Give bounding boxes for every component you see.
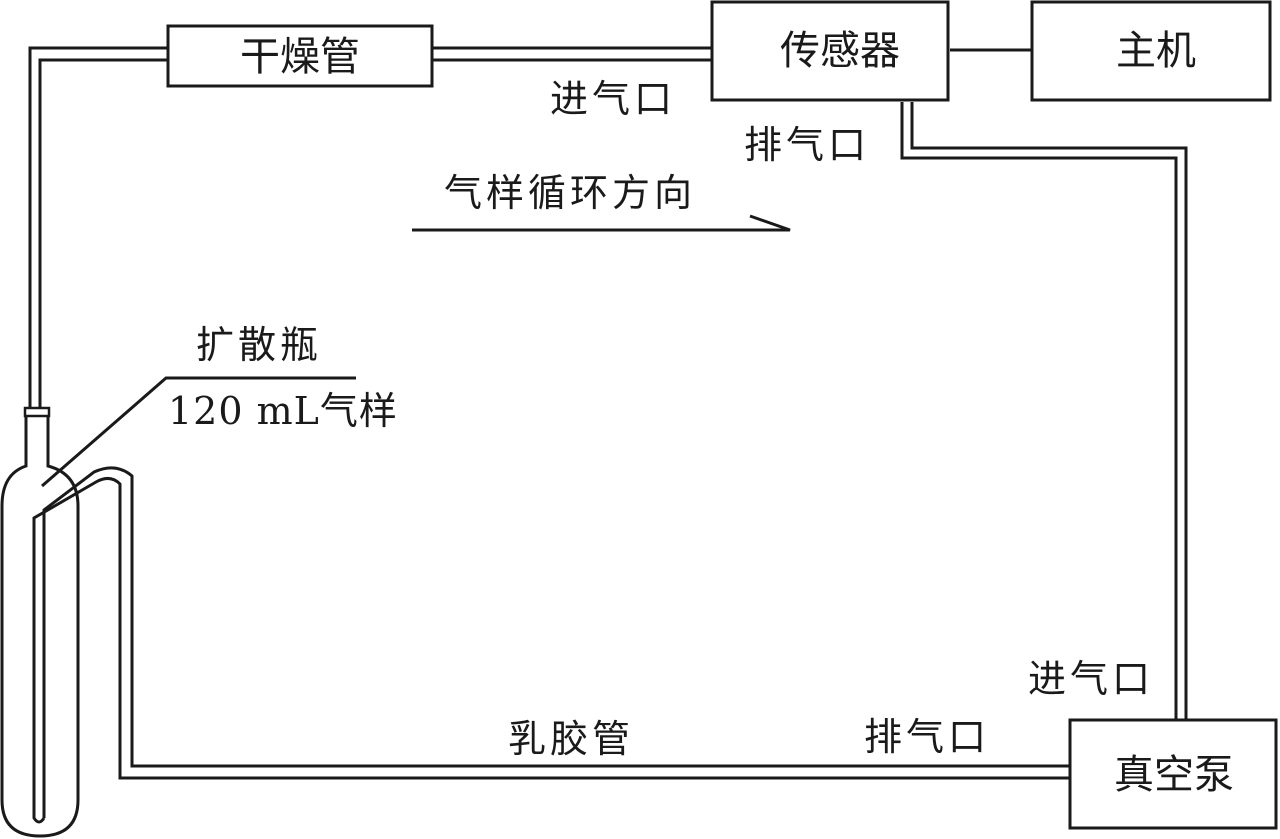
flow-direction-arrow: [412, 214, 791, 232]
latex-tube: [42, 466, 1072, 818]
host-label: 主机: [1116, 28, 1196, 74]
pump-outlet-label: 排气口: [864, 715, 990, 759]
pump-label: 真空泵: [1114, 752, 1234, 798]
bottle-neck-ring: [23, 406, 51, 418]
host: 主机: [1030, 0, 1272, 102]
pump-inlet-label: 进气口: [1028, 657, 1154, 701]
pump-box: [1068, 718, 1278, 830]
dryer-label: 干燥管: [240, 34, 360, 80]
tube-sensor-to-pump-inner: [910, 102, 1188, 720]
diffusion-bottle: [0, 406, 80, 838]
tube-bottle-to-dryer-inner: [38, 58, 168, 412]
sensor-inlet-label: 进气口: [550, 77, 676, 121]
sensor-outlet-label: 排气口: [744, 123, 870, 167]
sample-label: 120 mL气样: [168, 389, 398, 433]
vacuum-pump: 真空泵: [1068, 718, 1278, 830]
host-box: [1030, 0, 1272, 102]
sensor-label: 传感器: [780, 28, 900, 74]
tube-sensor-to-pump: [900, 102, 1178, 720]
bottle-leader-line: [41, 376, 356, 488]
dryer-tube: 干燥管: [166, 24, 434, 88]
bottle-label: 扩散瓶: [196, 323, 322, 367]
bottle-body: [0, 410, 80, 838]
flow-direction-label: 气样循环方向: [444, 171, 696, 215]
dryer-box: [166, 24, 434, 88]
sensor: 传感器: [710, 0, 950, 102]
tube-bottle-to-dryer: [28, 46, 168, 412]
latex-tube-label: 乳胶管: [508, 717, 634, 761]
latex-tube-inner: [32, 477, 1072, 824]
tubing: [28, 46, 1188, 824]
sensor-box: [710, 0, 950, 102]
